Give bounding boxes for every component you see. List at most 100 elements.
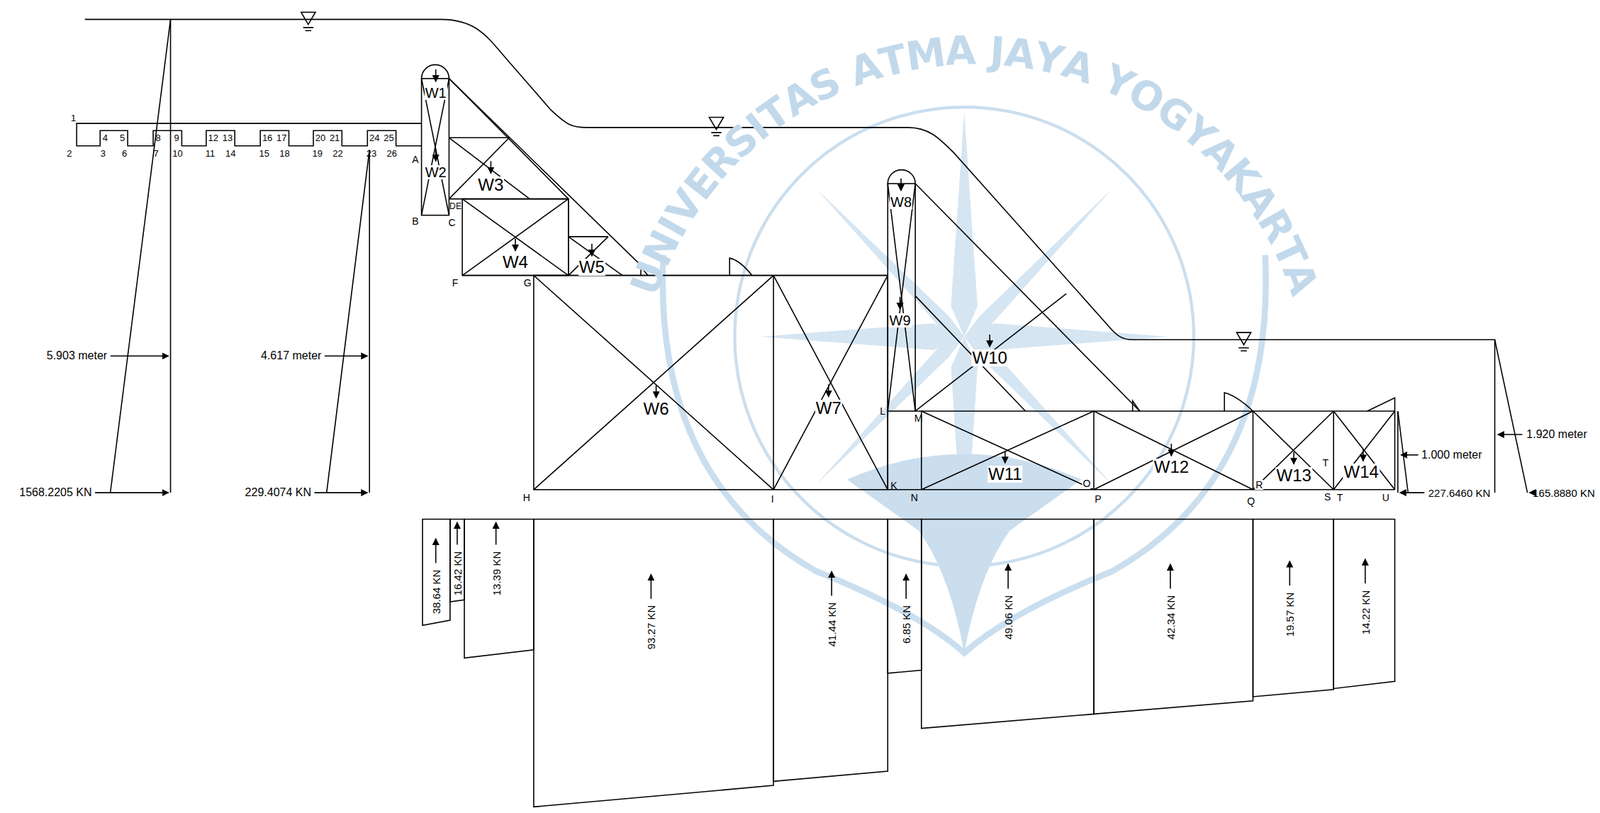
weight-label: W1 xyxy=(424,85,448,100)
watermark-letter: Y xyxy=(1174,108,1223,158)
structure-lines xyxy=(76,12,1531,807)
uplift-force-label: 38.64 KN xyxy=(430,569,441,615)
point-label: P xyxy=(1094,494,1101,505)
uplift-force-label: 6.85 KN xyxy=(901,605,912,644)
point-label: Q xyxy=(1246,496,1255,507)
watermark-letter: A xyxy=(1195,128,1246,178)
weight-label: W2 xyxy=(424,165,448,180)
callout-number: 20 xyxy=(315,133,326,143)
watermark-letter: J xyxy=(988,31,1006,72)
callout-number: 8 xyxy=(155,133,161,143)
callout-number: 18 xyxy=(279,148,290,158)
watermark-letter xyxy=(830,55,859,98)
callout-number: 21 xyxy=(329,133,340,143)
dimension-label: 1.000 meter xyxy=(1421,449,1482,461)
weight-label: W9 xyxy=(888,313,912,328)
point-label: F xyxy=(452,277,459,288)
weight-label: W7 xyxy=(815,399,843,417)
watermark-letter: R xyxy=(1251,203,1301,250)
watermark-letter: Y xyxy=(1030,36,1068,82)
callout-number: 10 xyxy=(172,148,183,158)
watermark-letter: A xyxy=(1002,32,1038,76)
watermark-letter: O xyxy=(1122,70,1172,122)
watermark-letter: Y xyxy=(1097,58,1140,107)
watermark-letter: T xyxy=(1265,231,1313,273)
callout-number: 2 xyxy=(66,148,72,158)
watermark-letter: A xyxy=(844,44,887,93)
weight-label: W6 xyxy=(642,400,670,418)
callout-number: 19 xyxy=(311,148,322,158)
weight-label: W10 xyxy=(971,349,1009,367)
callout-number: 15 xyxy=(259,148,270,158)
point-label: R xyxy=(1254,479,1264,490)
callout-number: 7 xyxy=(153,148,159,158)
callout-number: 24 xyxy=(369,133,380,143)
dimension-label: 229.4074 KN xyxy=(245,487,312,499)
watermark-letter: A xyxy=(1057,43,1099,91)
weight-label: W4 xyxy=(501,253,529,271)
callout-number: 23 xyxy=(366,148,377,158)
point-label: U xyxy=(1382,492,1390,503)
uplift-force-label: 41.44 KN xyxy=(826,602,838,648)
point-label: L xyxy=(879,406,886,417)
dimension-label: 227.6460 KN xyxy=(1427,487,1492,499)
watermark-letter: I xyxy=(739,107,776,148)
callout-number: 26 xyxy=(387,148,397,158)
watermark-letter: N xyxy=(636,224,687,272)
watermark-letter xyxy=(1085,53,1113,95)
callout-number: 6 xyxy=(121,148,127,158)
point-label: O xyxy=(1082,478,1092,489)
callout-number: 14 xyxy=(225,148,236,158)
callout-number: 17 xyxy=(276,133,287,143)
point-label: E xyxy=(455,202,462,211)
watermark-letter: A xyxy=(1276,257,1325,300)
point-label: T xyxy=(1336,492,1344,503)
point-label: G xyxy=(523,277,532,288)
watermark-letter: E xyxy=(677,160,726,208)
dimension-label: 4.617 meter xyxy=(260,350,322,362)
callout-number: 9 xyxy=(173,133,179,143)
point-label: H xyxy=(523,492,531,503)
point-label: N xyxy=(910,492,919,503)
weight-label: W3 xyxy=(477,176,505,194)
uplift-force-label: 93.27 KN xyxy=(645,605,657,651)
dimension-label: 1.920 meter xyxy=(1526,428,1587,441)
callout-number: 11 xyxy=(205,148,216,158)
point-label: B xyxy=(411,216,419,227)
watermark-letter: T xyxy=(875,38,911,83)
weight-label: W11 xyxy=(987,465,1023,483)
watermark-letter: A xyxy=(944,31,977,73)
weight-label: W5 xyxy=(578,258,606,276)
dimension-label: 165.8880 KN xyxy=(1532,487,1596,499)
watermark-logo xyxy=(662,107,1267,653)
watermark-letter: T xyxy=(752,90,797,139)
callout-number: 5 xyxy=(119,133,125,143)
callout-number: 13 xyxy=(222,133,233,143)
point-label: C xyxy=(448,217,456,228)
point-label: M xyxy=(914,413,923,424)
uplift-force-label: 49.06 KN xyxy=(1003,595,1014,641)
callout-number: 4 xyxy=(102,133,108,143)
uplift-force-label: 14.22 KN xyxy=(1359,589,1371,635)
point-label: I xyxy=(771,494,775,505)
watermark-letter: K xyxy=(1215,151,1267,201)
watermark-letter: S xyxy=(803,60,847,110)
point-label: S xyxy=(1324,491,1331,502)
point-label: T xyxy=(1322,457,1330,468)
watermark-letter: I xyxy=(652,210,695,244)
uplift-force-label: 19.57 KN xyxy=(1284,591,1296,637)
watermark-letter: R xyxy=(695,136,746,187)
dimension-label: 5.903 meter xyxy=(46,350,108,362)
watermark-letter: S xyxy=(717,116,766,166)
point-label: K xyxy=(890,480,897,491)
watermark-letter xyxy=(975,31,991,71)
weight-label: W13 xyxy=(1275,467,1312,485)
watermark-letter: G xyxy=(1149,88,1200,140)
watermark-letter: M xyxy=(903,31,948,77)
point-label: A xyxy=(411,154,419,165)
dimension-label: 1568.2205 KN xyxy=(19,487,92,499)
callout-number: 1 xyxy=(70,112,76,122)
